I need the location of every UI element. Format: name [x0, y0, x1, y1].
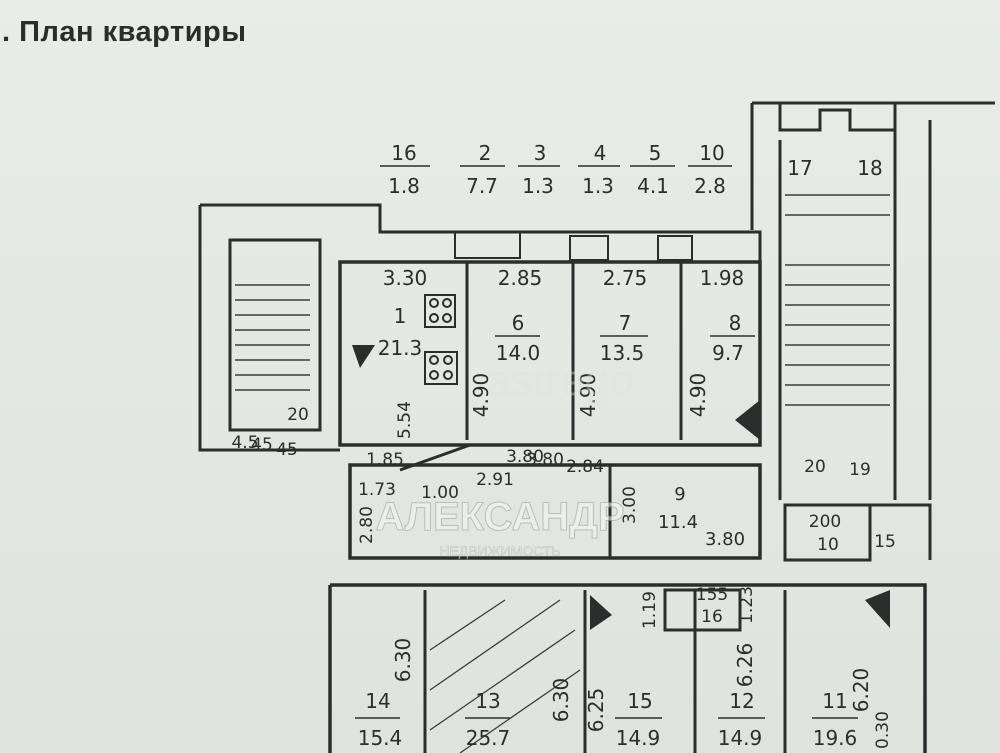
watermark: АЛЕКСАНДР НЕДВИЖИМОСТЬ astrego [375, 356, 634, 559]
header-label-area: 1.3 [582, 174, 614, 198]
room-depth-label: 4.90 [686, 373, 710, 418]
room-labels-upper: 3.30 1 21.3 2.85 6 14.0 4.90 2.75 7 13.5… [378, 266, 755, 417]
room-depth-label: 6.30 [549, 678, 573, 723]
dimension-text: 20 [804, 457, 826, 477]
corridor-outline [348, 463, 762, 560]
dimension-text: 3.80 [506, 447, 544, 467]
rooms-lower-outline [328, 583, 927, 753]
room-area: 14.9 [718, 726, 763, 750]
room-number: 13 [475, 689, 500, 713]
room-depth-label: 4.90 [576, 373, 600, 418]
closet-16 [663, 588, 742, 632]
room-depth-label: 4.90 [469, 373, 493, 418]
watermark-faint: astrego [487, 356, 634, 405]
dimension-text: 2.84 [566, 457, 604, 477]
window-marks [454, 231, 693, 261]
room-number: 11 [822, 689, 847, 713]
header-label-area: 4.1 [637, 174, 669, 198]
header-label-area: 2.8 [694, 174, 726, 198]
room-width-label: 3.80 [705, 529, 745, 550]
dimension-text: 3.00 [620, 486, 640, 524]
stair-treads [235, 194, 890, 406]
dimension-text: 10 [817, 535, 839, 555]
room-area: 25.7 [466, 726, 511, 750]
header-room-labels: 16 1.8 2 7.7 3 1.3 4 1.3 5 4.1 10 2.8 17… [380, 141, 883, 198]
room-area: 19.6 [813, 726, 858, 750]
room13-hatch [429, 599, 581, 753]
room-depth-label: 6.30 [391, 638, 415, 683]
room-area: 9.7 [712, 341, 744, 365]
watermark-main: АЛЕКСАНДР [376, 495, 625, 539]
dimension-text: 20 [287, 405, 309, 425]
room-number: 1 [394, 304, 407, 328]
dimension-labels: 5.54 1.85 4.5 20 45 45 20 19 3.00 3.80 2… [231, 401, 895, 749]
room-area: 14.9 [616, 726, 661, 750]
room-area: 15.4 [358, 726, 403, 750]
room-area: 11.4 [658, 512, 698, 533]
corridor-diagonal [399, 443, 612, 558]
watermark-sub: НЕДВИЖИМОСТЬ [439, 543, 560, 559]
stair-left-enclosure [228, 238, 322, 432]
header-label-area: 7.7 [466, 174, 498, 198]
door-markers [352, 345, 890, 630]
dimension-text: 45 [276, 440, 298, 460]
dimension-text: 2.91 [476, 470, 514, 490]
stair-well-right [778, 120, 932, 500]
header-label-num: 5 [649, 141, 662, 165]
header-label-area: 1.8 [388, 174, 420, 198]
room-area: 14.0 [496, 341, 541, 365]
room-width-label: 1.98 [700, 266, 745, 290]
header-label-num: 4 [594, 141, 607, 165]
header-label-area: 1.3 [522, 174, 554, 198]
stair-label: 18 [857, 156, 882, 180]
dimension-text: 16 [701, 607, 723, 627]
header-label-num: 10 [699, 141, 724, 165]
room-depth-label: 6.20 [849, 668, 873, 713]
dimension-text: 1.73 [358, 480, 396, 500]
dimension-text: 2.80 [357, 506, 377, 544]
room-area: 13.5 [600, 341, 645, 365]
room-width-label: 3.30 [383, 266, 428, 290]
dimension-text: 0.30 [873, 711, 893, 749]
header-label-num: 2 [479, 141, 492, 165]
room-depth-label: 6.25 [584, 688, 608, 733]
room-area: 21.3 [378, 336, 423, 360]
dimension-text: 19 [849, 460, 871, 480]
room10-box [783, 503, 932, 562]
dimension-text: 1.00 [421, 483, 459, 503]
corridor-labels: 9 11.4 3.80 [658, 484, 745, 550]
room-number: 7 [619, 311, 632, 335]
stove-icon [424, 294, 458, 385]
rooms-upper-outline [338, 260, 762, 447]
room-number: 12 [729, 689, 754, 713]
dimension-text: 1.23 [737, 586, 757, 624]
room-width-label: 2.85 [498, 266, 543, 290]
outer-wall-left [198, 205, 340, 452]
header-label-num: 3 [534, 141, 547, 165]
stair-label: 17 [787, 156, 812, 180]
room-width-label: 2.75 [603, 266, 648, 290]
dimension-text: 4.5 [231, 433, 258, 453]
dimension-text: 200 [809, 512, 841, 532]
header-label-num: 16 [391, 141, 416, 165]
dimension-text: 15 [874, 532, 896, 552]
room-number: 6 [512, 311, 525, 335]
room-number: 15 [627, 689, 652, 713]
room-depth-label: 6.26 [733, 643, 757, 688]
room-number: 14 [365, 689, 390, 713]
room-number: 9 [674, 484, 685, 505]
page-title: . План квартиры [2, 16, 247, 48]
stair-block-top-right [750, 101, 995, 230]
dimension-text: 1.19 [640, 591, 660, 629]
room-number: 8 [729, 311, 742, 335]
outer-wall-top [200, 203, 762, 263]
room-labels-lower: 14 15.4 6.30 13 25.7 6.30 15 14.9 6.25 1… [355, 638, 873, 750]
dimension-text: 45 [251, 435, 273, 455]
dimension-text: 1.85 [366, 450, 404, 470]
dimension-text: 5.54 [395, 401, 415, 439]
dimension-text: 155 [696, 585, 728, 605]
dimension-text: 3.80 [526, 450, 564, 470]
